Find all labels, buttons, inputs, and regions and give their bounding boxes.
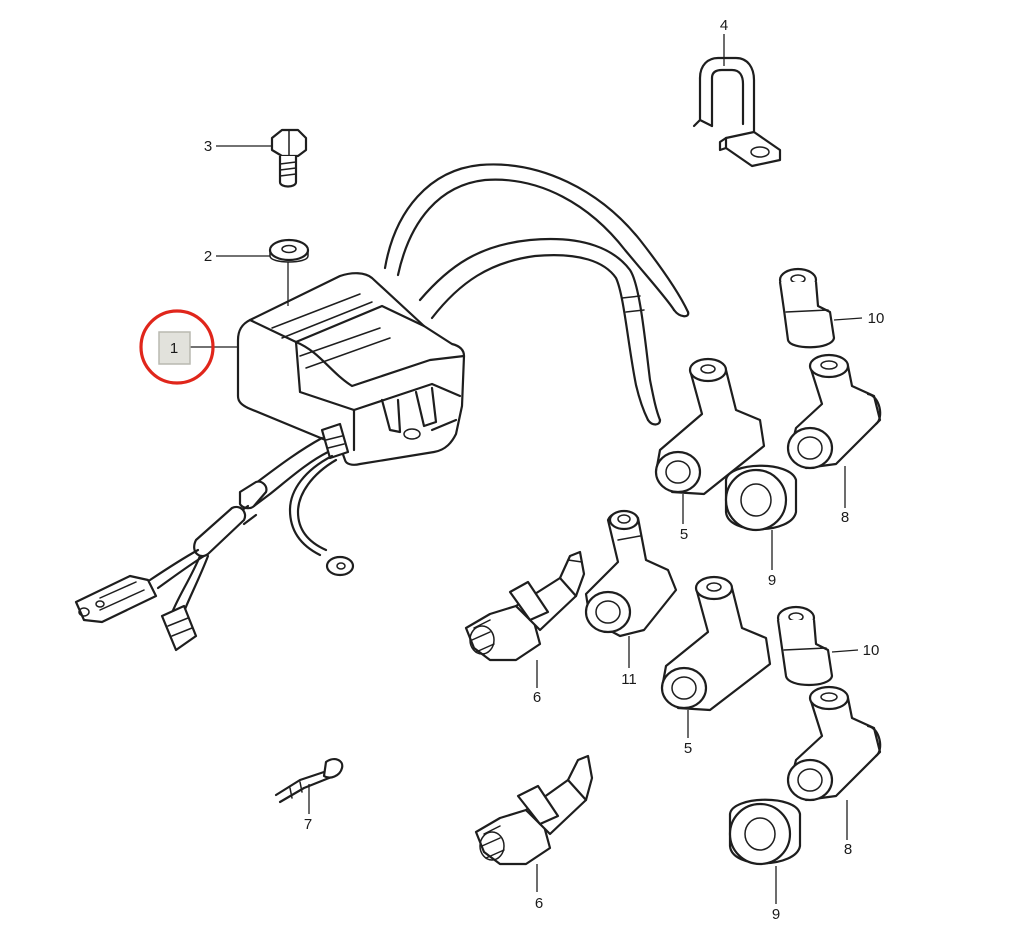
part-3-bolt xyxy=(270,128,308,188)
part-11-plug-cap xyxy=(584,509,678,638)
part-10-terminal-lower xyxy=(776,605,834,686)
callout-1-box xyxy=(158,331,191,365)
callout-6-upper[interactable]: 6 xyxy=(533,689,541,706)
part-10-terminal-upper xyxy=(778,267,836,349)
part-1-highlight xyxy=(139,309,215,385)
callout-7[interactable]: 7 xyxy=(304,816,312,833)
part-9-seal-lower xyxy=(728,798,802,866)
high-tension-leads xyxy=(383,163,690,426)
callout-8-upper[interactable]: 8 xyxy=(841,509,849,526)
part-9-seal-upper xyxy=(724,464,798,532)
callout-5-upper[interactable]: 5 xyxy=(680,526,688,543)
callout-1-highlight-ring xyxy=(139,309,215,385)
part-2-washer xyxy=(268,238,310,263)
part-6-spark-plug-lower xyxy=(474,754,594,866)
callout-10-upper[interactable]: 10 xyxy=(868,310,885,327)
callout-3[interactable]: 3 xyxy=(204,138,212,155)
callout-10-lower[interactable]: 10 xyxy=(863,642,880,659)
callout-5-lower[interactable]: 5 xyxy=(684,740,692,757)
callout-labels[interactable]: 1 2 3 4 5 5 6 6 7 8 8 9 9 10 10 11 xyxy=(170,17,885,923)
callout-leaders xyxy=(190,34,863,904)
part-5-cap-lower xyxy=(660,575,772,712)
part-4-clamp-bracket xyxy=(692,56,782,168)
callout-9-upper[interactable]: 9 xyxy=(768,572,776,589)
part-8-elbow-lower xyxy=(786,685,882,802)
callout-1[interactable]: 1 xyxy=(170,340,178,357)
callout-9-lower[interactable]: 9 xyxy=(772,906,780,923)
part-6-spark-plug-upper xyxy=(464,550,586,662)
callout-6-lower[interactable]: 6 xyxy=(535,895,543,912)
part-7-terminal xyxy=(274,758,344,804)
low-voltage-harness xyxy=(74,436,355,652)
callout-11[interactable]: 11 xyxy=(621,671,637,688)
callout-4[interactable]: 4 xyxy=(720,17,728,34)
part-5-cap-upper xyxy=(654,357,766,496)
callout-8-lower[interactable]: 8 xyxy=(844,841,852,858)
callout-2[interactable]: 2 xyxy=(204,248,212,265)
part-8-elbow-upper xyxy=(786,353,882,470)
part-1-ignition-module xyxy=(236,272,466,466)
